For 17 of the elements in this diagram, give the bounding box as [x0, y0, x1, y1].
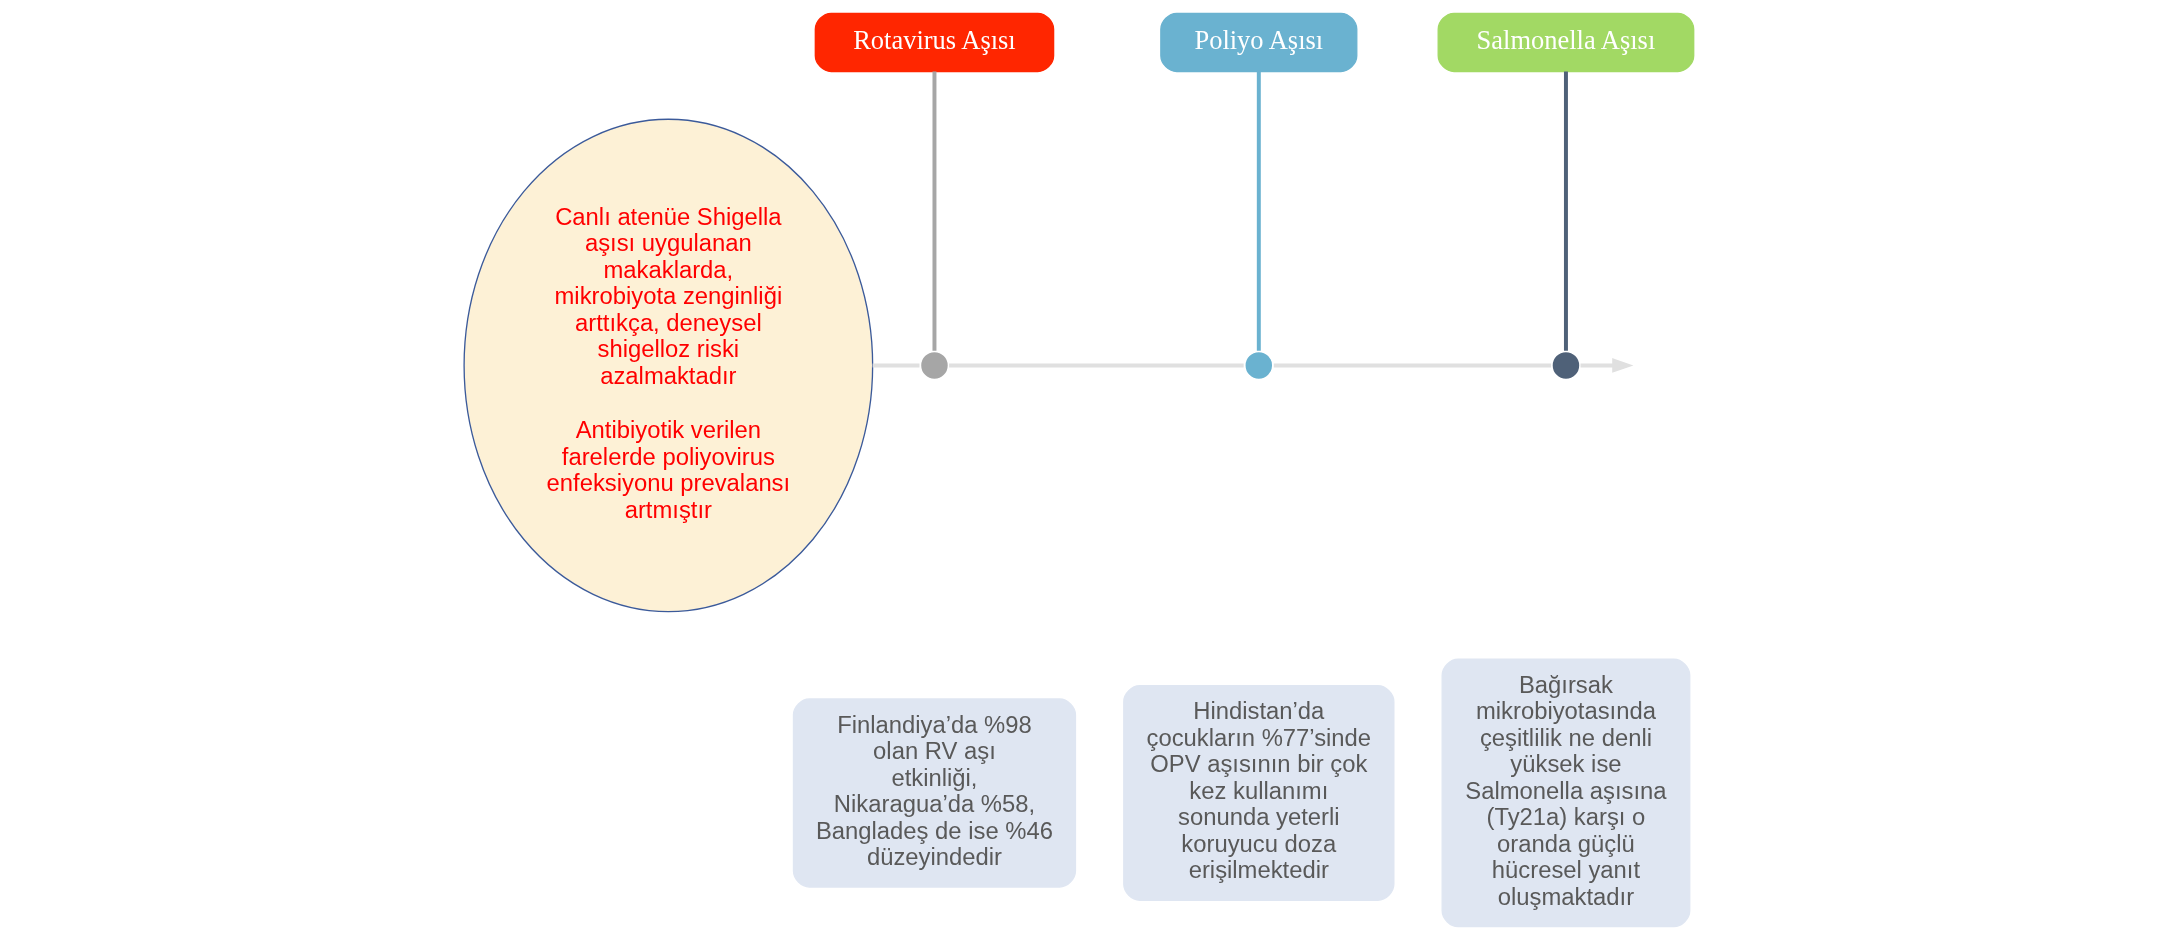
connector	[1563, 71, 1568, 351]
arrow	[1580, 358, 1634, 373]
node-box: Hindistan’da çocukların %77’sinde OPV aşısının bir çok kez kullanımı sonunda yeterli koruyucu doza erişilmektedir	[1123, 685, 1395, 901]
connector	[1273, 363, 1552, 368]
node-circle	[918, 349, 951, 382]
node-circle	[1550, 349, 1582, 382]
connector	[949, 363, 1244, 368]
node-box: Finlandiya’da %98 olan RV aşı etkinliği, Nikaragua’da %58, Bangladeş de ise %46 düzeyindedir	[792, 698, 1077, 888]
connector	[872, 363, 920, 368]
node-box: Rotavirus Aşısı	[814, 12, 1055, 73]
node-circle	[1242, 349, 1275, 382]
node-box: Poliyo Aşısı	[1160, 12, 1358, 73]
node-box: Salmonella Aşısı	[1437, 12, 1695, 73]
connector	[932, 71, 937, 351]
connector	[1256, 71, 1261, 351]
node-ellipse: Canlı atenüe Shigella aşısı uygulanan makaklarda, mikrobiyota zenginliği arttıkça, deneysel shigelloz riski azalmaktadır Antibiyotik verilen farelerde poliyovirus enfeksiyonu prevalansı artmıştır	[463, 118, 874, 613]
node-box: Bağırsak mikrobiyotasında çeşitlilik ne denli yüksek ise Salmonella aşısına (Ty21a) karşı o oranda güçlü hücresel yanıt oluşmaktadır	[1441, 658, 1691, 928]
